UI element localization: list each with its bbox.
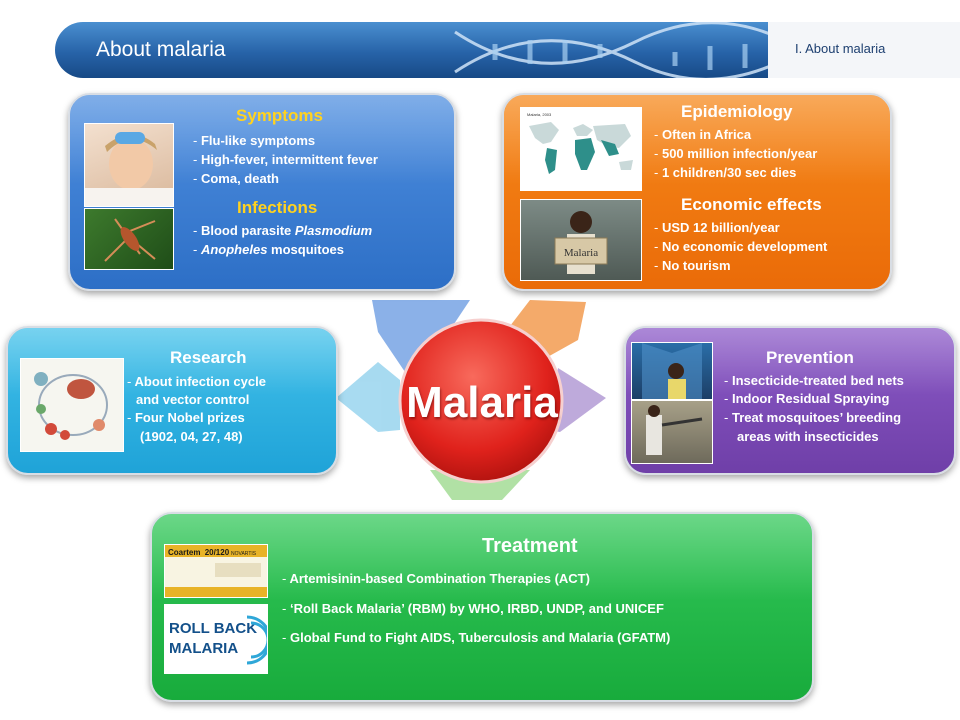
coartem-dose: 20/120: [205, 548, 230, 557]
research-title: Research: [170, 348, 247, 367]
infections-title: Infections: [237, 198, 318, 217]
prevention-line-4: areas with insecticides: [737, 429, 879, 444]
prevention-title: Prevention: [766, 348, 854, 367]
symptoms-panel: [68, 93, 456, 291]
symptoms-item-3: - Coma, death: [193, 171, 279, 186]
svg-text:Coartem 20/120: Coartem 20/120: [168, 548, 230, 557]
symptoms-item-1: - Flu-like symptoms: [193, 133, 316, 148]
page-title: About malaria: [96, 38, 226, 61]
section-tab: [768, 22, 960, 78]
epidemiology-item-2: - 500 million infection/year: [654, 146, 818, 161]
arrow-symptoms: [372, 300, 470, 372]
map-caption: Malaria, 2003: [527, 112, 552, 117]
bed-net-photo: [631, 342, 713, 400]
rbm-logo-line-1: ROLL BACK: [169, 620, 257, 637]
epidemiology-title: Epidemiology: [681, 102, 793, 121]
epidemiology-panel: Malaria, 2003 Malaria: [502, 93, 892, 291]
economic-item-1: - USD 12 billion/year: [654, 220, 780, 235]
section-label: I. About malaria: [795, 41, 886, 56]
treatment-title: Treatment: [482, 535, 578, 557]
prevention-line-1: - Insecticide-treated bed nets: [724, 373, 904, 388]
arrow-prevention: [548, 368, 606, 432]
center-circle: [398, 318, 564, 484]
prevention-panel: [624, 326, 956, 475]
economic-title: Economic effects: [681, 195, 822, 214]
research-line-3: - Four Nobel prizes: [127, 410, 245, 425]
economic-item-2: - No economic development: [654, 239, 828, 254]
research-line-4: (1902, 04, 27, 48): [140, 429, 243, 444]
center-label: Malaria: [406, 378, 558, 427]
sick-woman-photo: [84, 123, 174, 207]
epidemiology-item-3: - 1 children/30 sec dies: [654, 165, 797, 180]
child-with-sign-photo: Malaria: [520, 199, 642, 281]
malaria-sign-text: Malaria: [564, 247, 598, 259]
rbm-logo-line-2: MALARIA: [169, 640, 238, 657]
treatment-item-3: - Global Fund to Fight AIDS, Tuberculosi…: [282, 630, 671, 645]
mosquito-photo: [84, 208, 174, 270]
treatment-panel: Coartem 20/120 NOVARTIS ROLL BACK MALARI…: [150, 512, 814, 702]
research-line-1: - About infection cycle: [127, 374, 266, 389]
prevention-line-2: - Indoor Residual Spraying: [724, 391, 890, 406]
symptoms-item-2: - High-fever, intermittent fever: [193, 152, 378, 167]
coartem-brand: Coartem: [168, 548, 200, 557]
coartem-package-image: Coartem 20/120 NOVARTIS: [164, 544, 268, 598]
treatment-item-2: - ‘Roll Back Malaria’ (RBM) by WHO, IRBD…: [282, 601, 664, 616]
novartis-logo-text: NOVARTIS: [231, 551, 257, 557]
infections-item-2: - Anopheles mosquitoes: [193, 242, 345, 257]
indoor-spraying-photo: [631, 400, 713, 464]
symptoms-title: Symptoms: [236, 106, 323, 125]
research-line-2: and vector control: [136, 392, 250, 407]
economic-item-3: - No tourism: [654, 258, 731, 273]
prevention-line-3: - Treat mosquitoes’ breeding: [724, 410, 902, 425]
arrow-research: [336, 362, 400, 432]
roll-back-malaria-logo: ROLL BACK MALARIA: [164, 604, 268, 674]
research-panel: [6, 326, 338, 475]
epidemiology-item-1: - Often in Africa: [654, 127, 752, 142]
treatment-item-1: - Artemisinin-based Combination Therapie…: [282, 571, 590, 586]
world-map-image: Malaria, 2003: [520, 107, 642, 191]
infections-item-1: - Blood parasite Plasmodium: [193, 223, 373, 238]
infection-cycle-diagram-image: [20, 358, 124, 452]
